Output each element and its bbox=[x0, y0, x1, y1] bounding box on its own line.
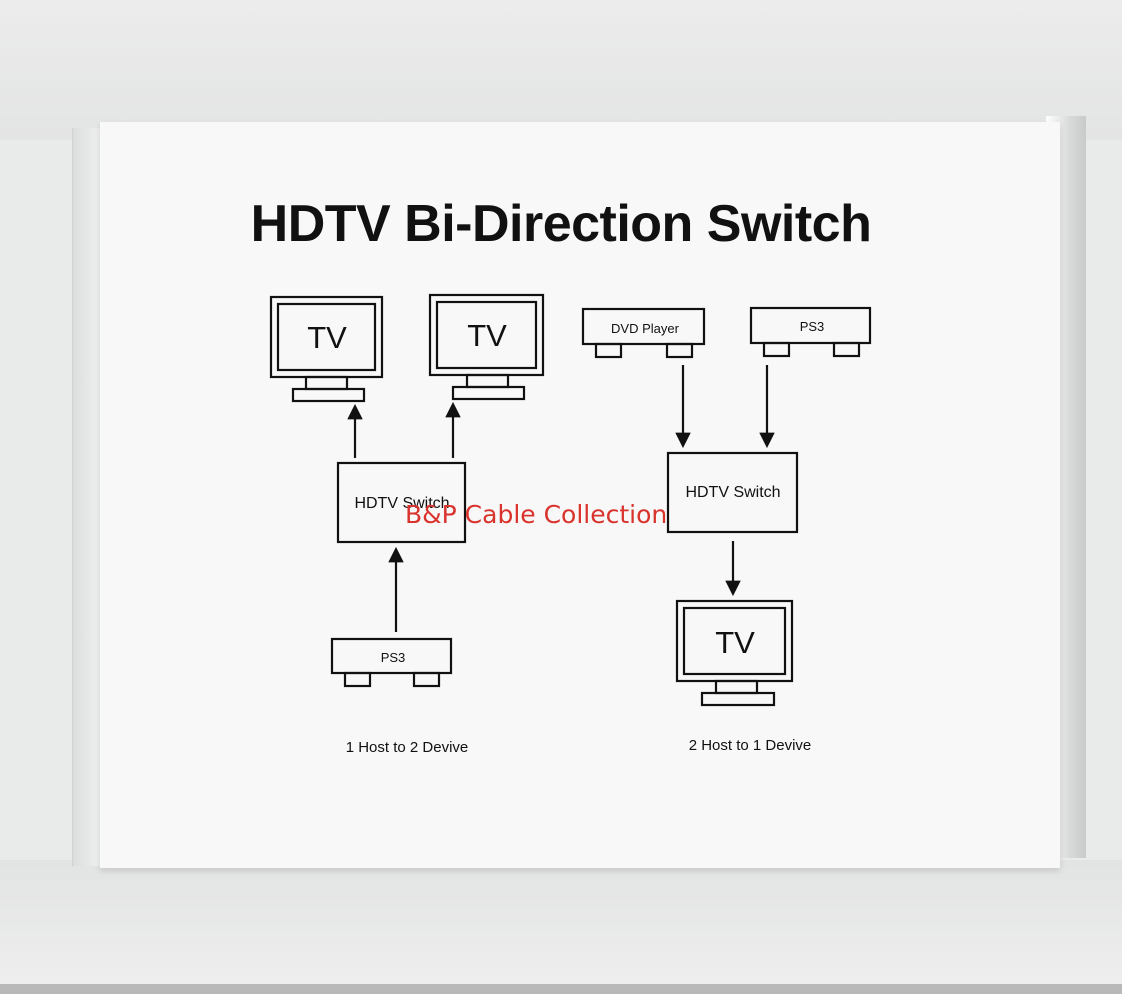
box-left-edge bbox=[72, 128, 105, 866]
table-surface bbox=[0, 860, 1122, 984]
left-switch-label: HDTV Switch bbox=[354, 495, 449, 512]
tv-1-icon: TV bbox=[269, 295, 384, 403]
right-caption: 2 Host to 1 Devive bbox=[689, 737, 812, 754]
box-title: HDTV Bi-Direction Switch bbox=[250, 195, 872, 253]
tv-2-label: TV bbox=[467, 318, 507, 353]
tv-1-label: TV bbox=[307, 320, 347, 355]
left-ps3-icon: PS3 bbox=[330, 637, 453, 688]
bottom-bar bbox=[0, 984, 1122, 994]
watermark-text: B&P Cable Collection bbox=[405, 500, 668, 529]
tv-3-label: TV bbox=[715, 625, 755, 660]
product-box-face bbox=[100, 122, 1060, 868]
tv-2-icon: TV bbox=[428, 293, 545, 401]
right-ps3-label: PS3 bbox=[800, 319, 825, 334]
left-ps3-label: PS3 bbox=[381, 650, 406, 665]
tv-3-icon: TV bbox=[675, 599, 794, 707]
dvd-player-label: DVD Player bbox=[611, 321, 680, 336]
left-caption: 1 Host to 2 Devive bbox=[346, 739, 469, 756]
right-ps3-icon: PS3 bbox=[749, 306, 872, 358]
right-switch-box: HDTV Switch bbox=[666, 451, 799, 534]
left-switch-box: HDTV Switch bbox=[336, 461, 467, 544]
wall-background bbox=[0, 0, 1122, 140]
right-switch-label: HDTV Switch bbox=[685, 484, 780, 501]
dvd-player-icon: DVD Player bbox=[581, 307, 706, 359]
